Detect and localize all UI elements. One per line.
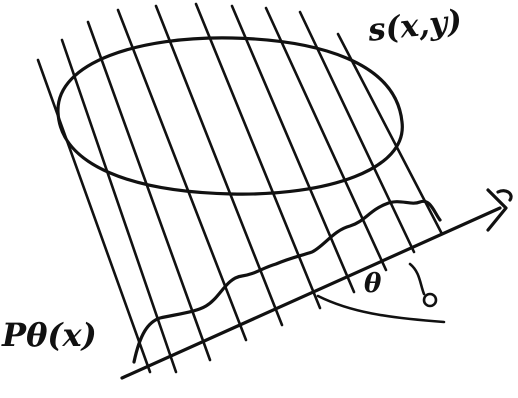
axis-arrowhead: [486, 188, 508, 232]
ray-line: [298, 10, 416, 254]
angle-label: θ: [364, 269, 382, 299]
ray-line: [230, 4, 356, 294]
ray-line: [60, 38, 178, 374]
detector-axis: [120, 206, 502, 380]
object-ellipse: [56, 36, 404, 196]
angle-stroke: [408, 262, 426, 296]
ray-line: [264, 6, 388, 272]
angle-circle: [422, 292, 438, 308]
projection-label: Pθ(x): [2, 316, 97, 354]
axis-end-curl: [496, 189, 513, 202]
projection-curve: [132, 199, 442, 364]
ray-line: [86, 20, 212, 362]
stray-stroke: [316, 294, 446, 324]
ray-line: [116, 8, 248, 342]
ray-line: [154, 4, 284, 327]
